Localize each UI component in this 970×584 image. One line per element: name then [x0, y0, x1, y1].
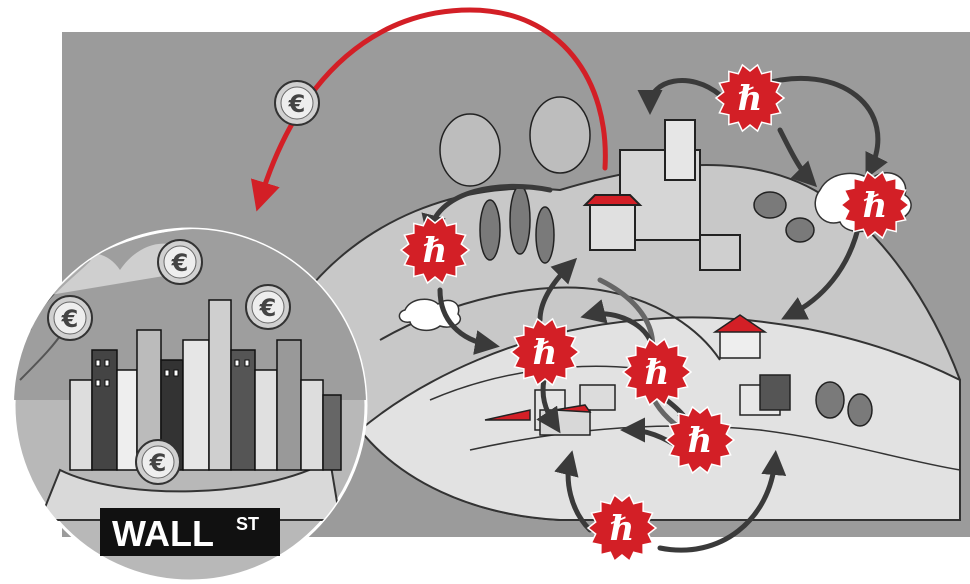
svg-text:ℏ: ℏ — [423, 231, 448, 271]
svg-text:ℏ: ℏ — [863, 186, 888, 226]
euro-coins: € € € € € — [47, 80, 320, 485]
euro-coin-icon: € — [47, 295, 93, 341]
svg-text:€: € — [61, 305, 79, 333]
currency-badge-icon: ℏ — [509, 317, 581, 387]
euro-coin-icon: € — [274, 80, 320, 126]
currency-badge-icon: ℏ — [664, 405, 736, 475]
euro-coin-icon: € — [135, 439, 181, 485]
svg-text:€: € — [149, 449, 167, 477]
svg-text:ℏ: ℏ — [645, 353, 670, 393]
svg-text:€: € — [259, 294, 277, 322]
svg-text:ℏ: ℏ — [610, 509, 635, 549]
svg-text:ℏ: ℏ — [688, 421, 713, 461]
castle — [582, 119, 741, 271]
currency-badge-icon: ℏ — [399, 215, 471, 285]
wall-street-sign-main: WALL — [112, 513, 214, 554]
currency-badge-icon: ℏ — [621, 337, 693, 407]
currency-badge-icon: ℏ — [714, 63, 786, 133]
wall-street-sign — [100, 508, 280, 556]
skyline — [69, 299, 342, 471]
svg-text:ℏ: ℏ — [533, 333, 558, 373]
currency-badge-icon: ℏ — [839, 170, 911, 240]
landscape — [298, 96, 961, 522]
svg-text:€: € — [288, 90, 306, 118]
currency-badge-icon: ℏ — [586, 493, 658, 563]
euro-coin-icon: € — [157, 239, 203, 285]
svg-text:€: € — [171, 249, 189, 277]
euro-coin-icon: € — [245, 284, 291, 330]
svg-text:ℏ: ℏ — [738, 79, 763, 119]
wall-street-sign-suffix: ST — [236, 514, 259, 534]
